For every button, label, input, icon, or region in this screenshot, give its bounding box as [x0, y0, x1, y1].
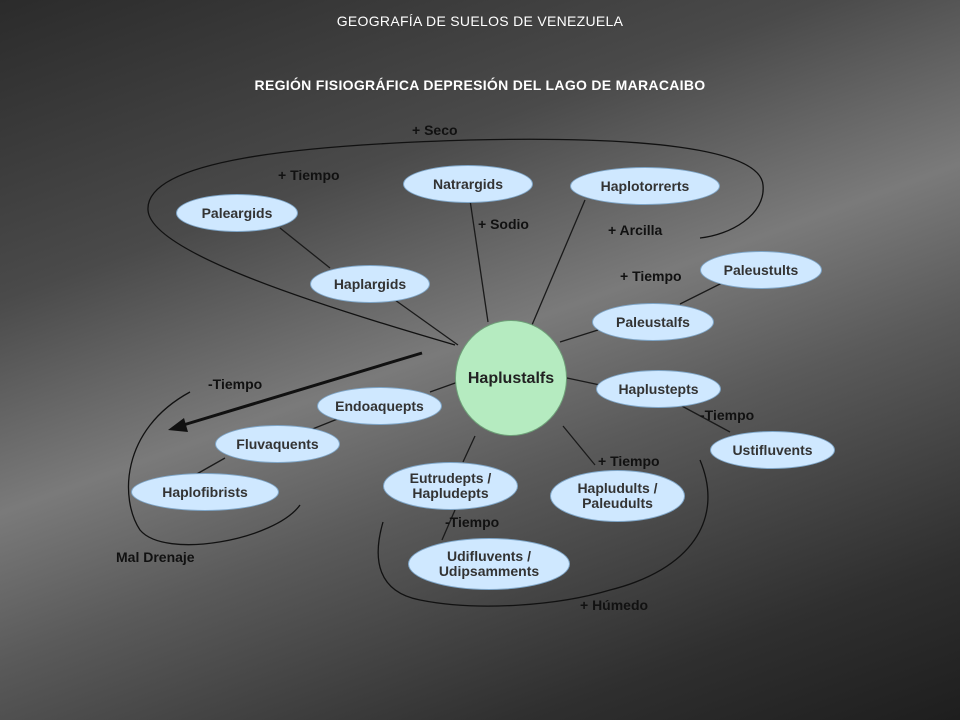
- line-haplotorrerts-center: [531, 199, 586, 326]
- node-haplustalfs: Haplustalfs: [455, 320, 567, 436]
- label-mas-arcilla: + Arcilla: [608, 222, 663, 238]
- label-mas-humedo: + Húmedo: [580, 597, 649, 613]
- node-fluvaquents: Fluvaquents: [215, 425, 340, 463]
- node-paleustults: Paleustults: [700, 251, 822, 289]
- label-mas-tiempo-right: + Tiempo: [620, 268, 682, 284]
- label-menos-tiempo-left: -Tiempo: [208, 376, 263, 392]
- label-mas-seco: + Seco: [412, 122, 458, 138]
- line-center-hapludults: [562, 425, 596, 466]
- label-mal-drenaje: Mal Drenaje: [116, 549, 195, 565]
- node-endoaquepts: Endoaquepts: [317, 387, 442, 425]
- line-center-eutrudepts: [462, 435, 476, 463]
- region-title: REGIÓN FISIOGRÁFICA DEPRESIÓN DEL LAGO D…: [254, 77, 706, 93]
- line-eutrudepts-udifluvents: [441, 509, 456, 541]
- node-udifluvents-udipsamments: Udifluvents /Udipsamments: [408, 538, 570, 590]
- line-center-endoaquepts: [429, 381, 459, 393]
- node-haplotorrerts: Haplotorrerts: [570, 167, 720, 205]
- line-paleustalfs-paleustults: [679, 282, 723, 305]
- label-mas-tiempo-top: + Tiempo: [278, 167, 340, 183]
- curve-mal-drenaje: [127, 391, 301, 546]
- line-center-paleustalfs: [559, 329, 599, 343]
- line-natrargids-center: [469, 199, 489, 323]
- node-haplargids: Haplargids: [310, 265, 430, 303]
- node-ustifluvents: Ustifluvents: [710, 431, 835, 469]
- label-menos-tiempo-right: -Tiempo: [700, 407, 755, 423]
- node-hapludults-paleudults: Hapludults /Paleudults: [550, 470, 685, 522]
- label-mas-sodio: + Sodio: [478, 216, 529, 232]
- line-paleargids-haplargids: [279, 227, 331, 269]
- label-mas-tiempo-bottom: + Tiempo: [598, 453, 660, 469]
- line-haplustepts-ustifluvents: [679, 404, 731, 433]
- node-eutrudepts-hapludepts: Eutrudepts /Hapludepts: [383, 462, 518, 510]
- page-title: GEOGRAFÍA DE SUELOS DE VENEZUELA: [336, 13, 624, 29]
- node-paleargids: Paleargids: [176, 194, 298, 232]
- line-center-haplustepts: [566, 377, 601, 386]
- node-natrargids: Natrargids: [403, 165, 533, 203]
- node-paleustalfs: Paleustalfs: [592, 303, 714, 341]
- label-menos-tiempo-bottom: -Tiempo: [445, 514, 500, 530]
- node-haplofibrists: Haplofibrists: [131, 473, 279, 511]
- line-haplargids-center: [394, 299, 459, 346]
- node-haplustepts: Haplustepts: [596, 370, 721, 408]
- curve-seco: [147, 138, 764, 346]
- arrow-tiempo: [168, 351, 423, 432]
- curve-humedo: [377, 459, 709, 607]
